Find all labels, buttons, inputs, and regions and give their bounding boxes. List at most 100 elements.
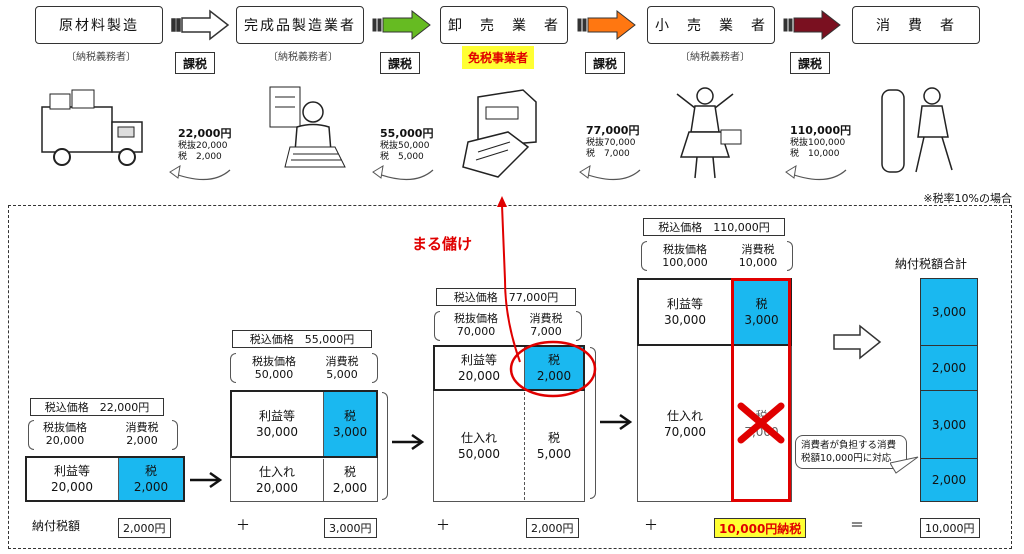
- block1-bracket-left: [28, 420, 34, 450]
- total-seg-1: 3,000: [920, 278, 978, 346]
- illustration-truck: [32, 82, 162, 182]
- illustration-factory-worker: [235, 82, 365, 182]
- price-ex-3: 税抜70,000: [586, 138, 636, 148]
- equals-sign: ＝: [850, 518, 864, 534]
- plus-1: ＋: [236, 518, 250, 534]
- price-tax-2: 税 5,000: [380, 152, 424, 162]
- worker-icon: [269, 86, 346, 168]
- block3-upper: [433, 345, 585, 391]
- illustration-consumer: [852, 82, 982, 182]
- tax-tag-3: 課税: [585, 52, 625, 74]
- price-ex-4: 税抜100,000: [790, 138, 846, 148]
- price-total-2: 55,000円: [380, 127, 434, 140]
- tax-tag-4: 課税: [790, 52, 830, 74]
- block4-header: 税込価格 110,000円: [643, 218, 785, 236]
- arrow-hollow: [171, 9, 230, 41]
- block1-header: 税込価格 22,000円: [30, 398, 164, 416]
- stage-raw-material: 原材料製造: [35, 6, 163, 44]
- arrow-darkred: [783, 9, 841, 41]
- arrow-right-1: [190, 471, 223, 489]
- illustration-clothing: [438, 82, 568, 182]
- price-total-4: 110,000円: [790, 124, 852, 137]
- block4-bracket-left: [641, 241, 647, 271]
- payment-label: 納付税額: [32, 519, 81, 533]
- arrow-right-3: [600, 413, 633, 431]
- consumer-burden-callout: 消費者が負担する消費税額10,000円に対応: [795, 435, 907, 469]
- price-tax-4: 税 10,000: [790, 149, 840, 159]
- price-total-1: 22,000円: [178, 127, 232, 140]
- retailer-tax-red-frame: [731, 278, 791, 502]
- price-total-3: 77,000円: [586, 124, 640, 137]
- block2-header: 税込価格 55,000円: [232, 330, 372, 348]
- payment-amount-1: 2,000円: [118, 518, 171, 538]
- plus-2: ＋: [436, 518, 450, 534]
- total-title: 納付税額合計: [895, 257, 968, 271]
- payment-total: 10,000円: [920, 518, 980, 538]
- block1-row: [25, 456, 185, 502]
- shopper-icon: [676, 87, 742, 179]
- stage-retailer: 小 売 業 者: [647, 6, 775, 44]
- payment-amount-2: 3,000円: [324, 518, 377, 538]
- illustration-shopper: [645, 82, 775, 182]
- truck-icon: [41, 89, 143, 166]
- block2-bracket-left: [230, 353, 236, 383]
- cross-mark-icon: [737, 402, 785, 444]
- clothing-box-icon: [462, 89, 537, 178]
- stage-manufacturer: 完成品製造業者: [236, 6, 364, 44]
- payment-highlight: 10,000円納税: [714, 518, 807, 538]
- total-seg-4: 2,000: [920, 459, 978, 502]
- price-tax-3: 税 7,000: [586, 149, 630, 159]
- stage-note-maker: 〔納税義務者〕: [268, 52, 338, 63]
- stage-consumer: 消 費 者: [852, 6, 980, 44]
- block3-bracket-left: [434, 311, 440, 341]
- total-seg-2: 2,000: [920, 346, 978, 391]
- block2-upper: [230, 390, 378, 458]
- arrow-green: [372, 9, 431, 41]
- arrow-orange: [577, 9, 636, 41]
- block4-upper: [637, 278, 792, 346]
- payment-amount-3: 2,000円: [526, 518, 579, 538]
- price-tax-1: 税 2,000: [178, 152, 222, 162]
- plus-3: ＋: [644, 518, 658, 534]
- stage-note-raw: 〔納税義務者〕: [66, 52, 136, 63]
- exempt-badge: 免税事業者: [462, 46, 535, 69]
- arrow-hollow-total: [833, 324, 882, 360]
- breakdown-area: [8, 205, 1012, 549]
- tax-rate-footnote: ※税率10%の場合: [923, 192, 1012, 205]
- total-seg-3: 3,000: [920, 391, 978, 459]
- price-ex-1: 税抜20,000: [178, 141, 228, 151]
- stage-wholesaler: 卸 売 業 者: [440, 6, 568, 44]
- stage-note-retail: 〔納税義務者〕: [680, 52, 750, 63]
- tax-tag-2: 課税: [380, 52, 420, 74]
- return-arrows: [169, 165, 847, 181]
- callout-pointer: [890, 456, 919, 474]
- arrow-right-2: [392, 433, 425, 451]
- flow-arrows: [171, 9, 841, 41]
- consumer-mirror-icon: [881, 87, 953, 173]
- price-ex-2: 税抜50,000: [380, 141, 430, 151]
- tax-tag-1: 課税: [175, 52, 215, 74]
- windfall-label: まる儲け: [412, 235, 473, 253]
